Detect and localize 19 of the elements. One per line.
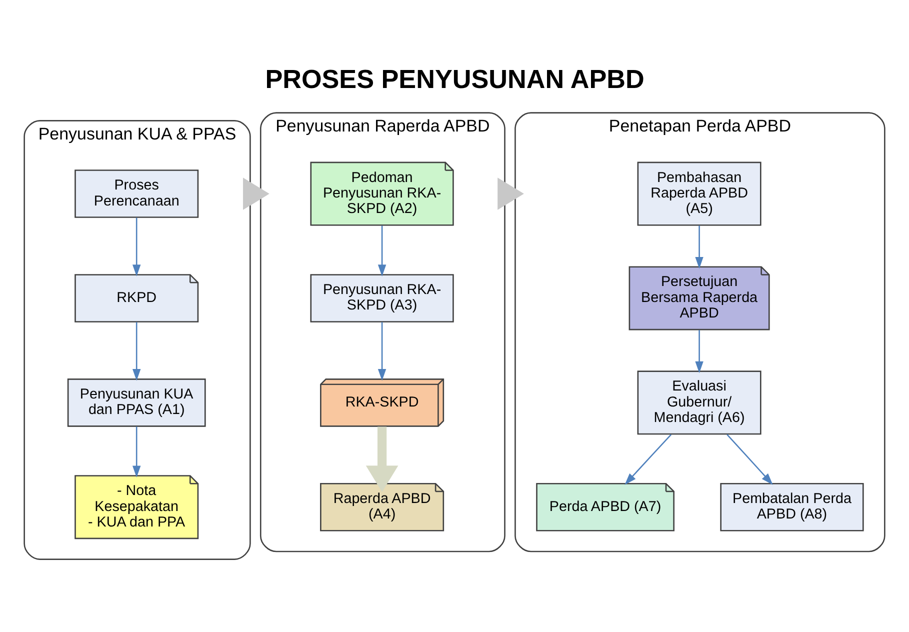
arrow (624, 434, 672, 484)
arrow (132, 322, 141, 380)
node-box: Penyusunan RKA-SKPD (A3) (310, 274, 454, 322)
node-box: Penyusunan KUA dan PPAS (A1) (67, 378, 206, 426)
arrow (132, 426, 141, 478)
arrow (695, 225, 704, 268)
node-box: Pembatalan Perda APBD (A8) (720, 482, 864, 531)
arrow (243, 177, 270, 210)
diagram-title: PROSES PENYUSUNAN APBD (265, 64, 644, 94)
arrow (366, 426, 398, 492)
node-box: Pembahasan Raperda APBD (A5) (637, 161, 762, 226)
arrow (378, 225, 386, 276)
arrow (695, 330, 704, 373)
arrow (132, 217, 141, 276)
arrow (498, 177, 524, 210)
arrow (726, 434, 773, 484)
arrow (378, 322, 386, 380)
node-box: Proses Perencanaan (74, 169, 199, 218)
node-box: Evaluasi Gubernur/ Mendagri (A6) (637, 370, 762, 434)
